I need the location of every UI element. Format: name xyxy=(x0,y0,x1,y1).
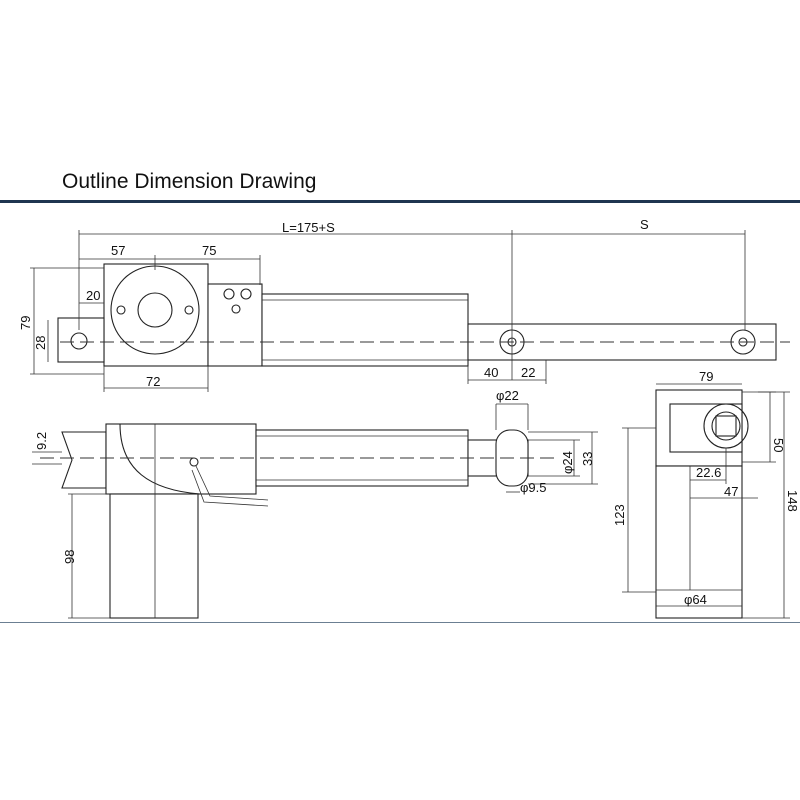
motor-body-side xyxy=(109,493,199,619)
motor-bore xyxy=(137,292,173,328)
dim-50: 50 xyxy=(771,438,786,452)
dim-79-end: 79 xyxy=(699,369,713,384)
dim-75: 75 xyxy=(202,243,216,258)
screw-left xyxy=(116,305,126,315)
dim-98: 98 xyxy=(62,550,77,564)
dim-phi24: φ24 xyxy=(560,451,575,474)
end-view: 79 50 22.6 47 148 123 φ64 xyxy=(612,369,800,619)
dim-33: 33 xyxy=(580,452,595,466)
dim-72: 72 xyxy=(146,374,160,389)
dim-148: 148 xyxy=(785,490,800,512)
screw-3 xyxy=(231,304,241,314)
dim-9-2: 9.2 xyxy=(34,432,49,450)
top-view: L=175+S S 57 75 20 79 28 72 40 22 xyxy=(18,217,790,392)
dim-22-6: 22.6 xyxy=(696,465,721,480)
dim-40: 40 xyxy=(484,365,498,380)
end-motor xyxy=(655,465,743,619)
bottom-rule xyxy=(0,622,800,623)
screw-right xyxy=(184,305,194,315)
dim-20: 20 xyxy=(86,288,100,303)
motor-housing-top xyxy=(207,283,263,367)
motor-flange xyxy=(110,265,200,355)
dim-79-top: 79 xyxy=(18,316,33,330)
rear-clevis xyxy=(57,317,105,363)
side-view: 9.2 φ22 φ24 33 φ9.5 98 xyxy=(32,388,598,619)
rear-clevis-side xyxy=(61,431,107,489)
end-housing-inner xyxy=(669,403,743,453)
dim-overall-length: L=175+S xyxy=(282,220,335,235)
dim-stroke: S xyxy=(640,217,649,232)
dim-47: 47 xyxy=(724,484,738,499)
screw-1 xyxy=(223,288,235,300)
outer-tube xyxy=(261,293,469,367)
title-underline xyxy=(0,200,800,203)
dim-phi22: φ22 xyxy=(496,388,519,403)
dim-22-top: 22 xyxy=(521,365,535,380)
gearbox-side xyxy=(105,423,257,495)
dim-phi64: φ64 xyxy=(684,592,707,607)
dim-57: 57 xyxy=(111,243,125,258)
dim-28: 28 xyxy=(33,336,48,350)
drawing-title: Outline Dimension Drawing xyxy=(62,170,317,193)
dim-123: 123 xyxy=(612,504,627,526)
dim-phi9-5: φ9.5 xyxy=(520,480,547,495)
rear-pivot-hole xyxy=(70,332,88,350)
screw-2 xyxy=(240,288,252,300)
